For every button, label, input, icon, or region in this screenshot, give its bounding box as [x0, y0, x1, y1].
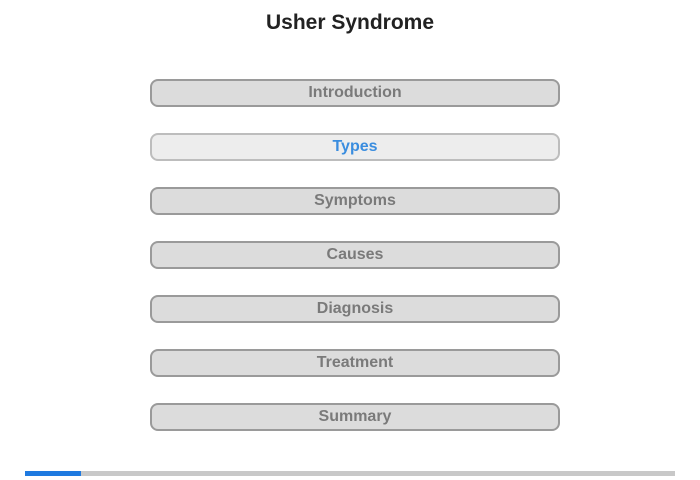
page-title: Usher Syndrome [265, 11, 435, 34]
menu-item-causes[interactable]: Causes [150, 241, 560, 269]
topic-menu: Introduction Types Symptoms Causes Diagn… [150, 79, 560, 457]
menu-item-treatment[interactable]: Treatment [150, 349, 560, 377]
menu-item-symptoms[interactable]: Symptoms [150, 187, 560, 215]
menu-item-types[interactable]: Types [150, 133, 560, 161]
menu-item-summary[interactable]: Summary [150, 403, 560, 431]
progress-bar-fill [25, 471, 81, 476]
menu-item-introduction[interactable]: Introduction [150, 79, 560, 107]
menu-item-diagnosis[interactable]: Diagnosis [150, 295, 560, 323]
progress-bar [25, 471, 675, 476]
